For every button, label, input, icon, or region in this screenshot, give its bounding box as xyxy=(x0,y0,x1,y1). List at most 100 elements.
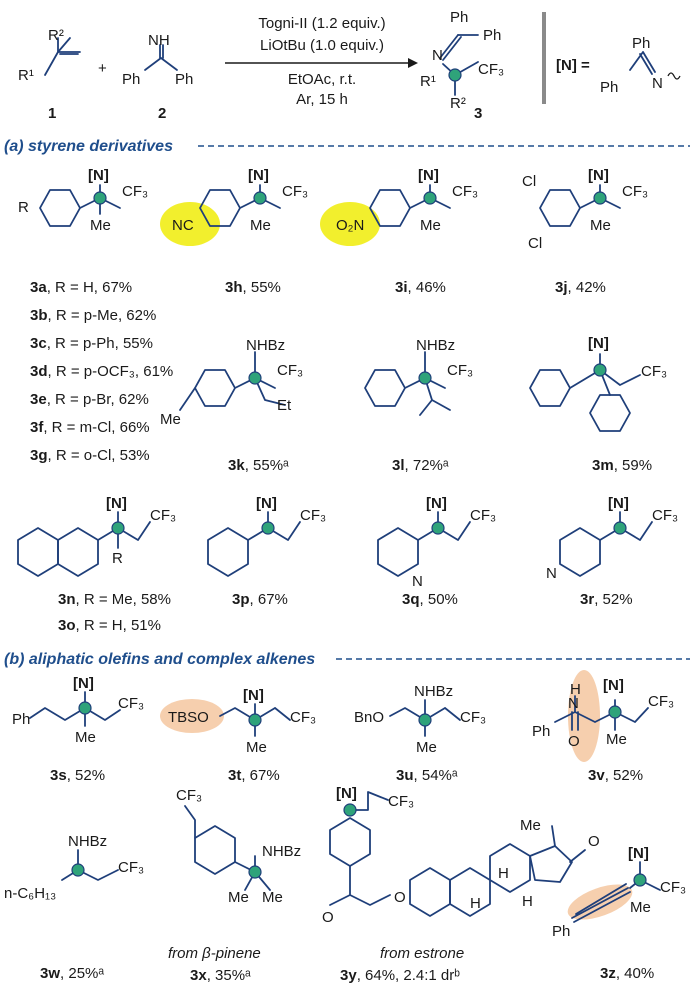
n-group-label: [N] xyxy=(256,495,277,512)
bno-label: BnO xyxy=(354,709,384,726)
nhbz-label: NHBz xyxy=(262,843,301,860)
structure-3u: BnO NHBz CF₃ Me 3u, 54%ᵃ xyxy=(354,683,486,784)
me-label: Me xyxy=(246,739,267,756)
cf3-label: CF₃ xyxy=(648,693,674,710)
methyl-label: Me xyxy=(520,817,541,834)
scheme-divider xyxy=(542,12,546,104)
condition-solvent: EtOAc, r.t. xyxy=(288,71,356,88)
n-group-label: [N] xyxy=(336,785,357,802)
chiral-carbon-dot xyxy=(93,191,107,205)
et-label: Et xyxy=(277,397,292,414)
svg-text:3u, 54%ᵃ: 3u, 54%ᵃ xyxy=(396,767,458,784)
condition-atmosphere: Ar, 15 h xyxy=(296,91,348,108)
ph-label: Ph xyxy=(12,711,30,728)
product-r2: R² xyxy=(450,95,466,112)
n-group-label: [N] xyxy=(106,495,127,512)
n-group-label: [N] xyxy=(426,495,447,512)
cf3-label: CF₃ xyxy=(622,183,648,200)
pyridine-n-label: N xyxy=(546,565,557,582)
svg-text:3l, 72%ᵃ: 3l, 72%ᵃ xyxy=(392,457,449,474)
structure-3q: [N] CF₃ N 3q, 50% xyxy=(377,495,496,608)
svg-text:3a, R = H, 67%: 3a, R = H, 67% xyxy=(30,279,132,296)
svg-text:3n, R = Me, 58%: 3n, R = Me, 58% xyxy=(58,591,171,608)
structure-3y: [N] CF₃ O O Me O H H H from estrone 3y, … xyxy=(322,785,600,984)
cf3-label: CF₃ xyxy=(388,793,414,810)
svg-text:3t, 67%: 3t, 67% xyxy=(228,767,280,784)
svg-text:3y, 64%, 2.4:1 drᵇ: 3y, 64%, 2.4:1 drᵇ xyxy=(340,967,460,984)
reactant-imine-2: NH Ph Ph 2 xyxy=(122,32,193,122)
h-label-2: H xyxy=(470,895,481,912)
product-r1: R¹ xyxy=(420,73,436,90)
cf3-label: CF₃ xyxy=(300,507,326,524)
product-cf3: CF₃ xyxy=(478,61,504,78)
cf3-label: CF₃ xyxy=(282,183,308,200)
chiral-carbon-dot xyxy=(418,371,432,385)
cf3-label: CF₃ xyxy=(460,709,486,726)
h-label-3: H xyxy=(522,893,533,910)
r-group-list: 3b, R = p-Me, 62% 3c, R = p-Ph, 55% 3d, … xyxy=(30,307,173,464)
chiral-carbon-dot xyxy=(448,68,462,82)
chiral-carbon-dot xyxy=(633,873,647,887)
structure-3p: [N] CF₃ 3p, 67% xyxy=(207,495,326,608)
section-a-title: (a) styrene derivatives xyxy=(4,138,173,155)
me-label: Me xyxy=(416,739,437,756)
structure-3m: [N] CF₃ 3m, 59% xyxy=(529,335,667,474)
cf3-label: CF₃ xyxy=(118,859,144,876)
from-estrone-note: from estrone xyxy=(380,945,464,962)
chiral-carbon-dot xyxy=(248,371,262,385)
structure-3z: Ph [N] CF₃ Me 3z, 40% xyxy=(552,845,686,982)
n-group-label: [N] xyxy=(588,167,609,184)
n-group-label: [N] xyxy=(243,687,264,704)
me-label: Me xyxy=(75,729,96,746)
n-group-label: [N] xyxy=(248,167,269,184)
chiral-carbon-dot xyxy=(608,705,622,719)
svg-text:3j, 42%: 3j, 42% xyxy=(555,279,606,296)
reagent-togni: Togni-II (1.2 equiv.) xyxy=(258,15,385,32)
chiral-carbon-dot xyxy=(111,521,125,535)
cf3-label: CF₃ xyxy=(176,787,202,804)
svg-text:3v, 52%: 3v, 52% xyxy=(588,767,643,784)
svg-text:3h, 55%: 3h, 55% xyxy=(225,279,281,296)
chiral-carbon-dot xyxy=(423,191,437,205)
cf3-label: CF₃ xyxy=(150,507,176,524)
n-group-label: [N] xyxy=(628,845,649,862)
n-def-n: N xyxy=(652,75,663,92)
chiral-carbon-dot xyxy=(253,191,267,205)
nc-label: NC xyxy=(172,217,194,234)
ph-label: Ph xyxy=(552,923,570,940)
from-pinene-note: from β-pinene xyxy=(168,945,261,962)
nhbz-label: NHBz xyxy=(246,337,285,354)
chiral-carbon-dot xyxy=(593,363,607,377)
product-3: Ph Ph N CF₃ R¹ R² 3 xyxy=(420,9,504,122)
svg-text:3e, R = p-Br, 62%: 3e, R = p-Br, 62% xyxy=(30,391,149,408)
n-group-label: [N] xyxy=(608,495,629,512)
amide-h-label: H xyxy=(570,681,581,698)
n-def-label: [N] = xyxy=(556,57,590,74)
labels-row-1: 3a, R = H, 67% 3h, 55% 3i, 46% 3j, 42% xyxy=(30,279,606,296)
ester-o-label: O xyxy=(322,909,334,926)
cl-label-bottom: Cl xyxy=(528,235,542,252)
r2-label: R² xyxy=(48,27,64,44)
product-ph-right: Ph xyxy=(483,27,501,44)
n-def-ph-bottom: Ph xyxy=(600,79,618,96)
tbso-label: TBSO xyxy=(168,709,209,726)
me-label: Me xyxy=(160,411,181,428)
ph-label: Ph xyxy=(532,723,550,740)
h-label-1: H xyxy=(498,865,509,882)
svg-text:3d, R = p-OCF₃, 61%: 3d, R = p-OCF₃, 61% xyxy=(30,363,173,380)
me-label: Me xyxy=(606,731,627,748)
svg-text:3z, 40%: 3z, 40% xyxy=(600,965,654,982)
structure-3w: n-C₆H₁₃ NHBz CF₃ 3w, 25%ᵃ xyxy=(4,833,144,982)
svg-text:3m, 59%: 3m, 59% xyxy=(592,457,652,474)
svg-text:3r, 52%: 3r, 52% xyxy=(580,591,633,608)
svg-text:3x, 35%ᵃ: 3x, 35%ᵃ xyxy=(190,967,251,984)
n-group-label: [N] xyxy=(88,167,109,184)
compound-2-label: 2 xyxy=(158,105,166,122)
structure-3s: Ph [N] CF₃ Me 3s, 52% xyxy=(12,675,144,784)
nhbz-label: NHBz xyxy=(416,337,455,354)
chiral-carbon-dot xyxy=(78,701,92,715)
cl-label-top: Cl xyxy=(522,173,536,190)
svg-text:3g, R = o-Cl, 53%: 3g, R = o-Cl, 53% xyxy=(30,447,150,464)
cf3-label: CF₃ xyxy=(447,362,473,379)
me-label-right: Me xyxy=(262,889,283,906)
